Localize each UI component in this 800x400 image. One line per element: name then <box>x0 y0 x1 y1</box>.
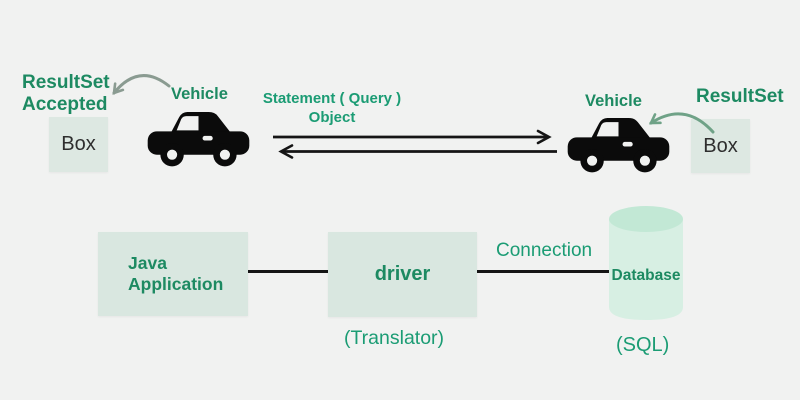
curved-arrow-icon <box>112 74 171 95</box>
driver-label: driver <box>374 263 431 285</box>
database-cylinder-icon: Database <box>608 205 684 322</box>
database-label: Database <box>611 267 681 284</box>
resultset-box-left: Box <box>49 117 108 172</box>
java-application-box: Java Application <box>98 232 248 316</box>
resultset-box-right: Box <box>691 119 750 173</box>
box-right-label: Box <box>703 134 738 157</box>
statement-query-object-label: Statement ( Query ) Object <box>262 90 402 127</box>
sql-label: (SQL) <box>616 334 670 356</box>
driver-box: driver <box>328 232 477 317</box>
translator-label: (Translator) <box>344 327 445 349</box>
curved-arrow-icon <box>648 112 715 134</box>
car-icon <box>147 112 250 167</box>
connection-label: Connection <box>496 240 593 261</box>
vehicle-right-label: Vehicle <box>585 92 642 110</box>
box-left-label: Box <box>61 133 96 155</box>
connector-line <box>477 270 609 273</box>
resultset-right-label: ResultSet <box>696 86 784 107</box>
car-icon <box>567 118 670 173</box>
connector-line <box>248 270 328 273</box>
resultset-accepted-label: ResultSet Accepted <box>22 72 110 116</box>
vehicle-left-label: Vehicle <box>171 85 228 103</box>
java-application-label: Java Application <box>128 253 224 294</box>
request-response-arrows-icon <box>273 129 557 159</box>
cylinder-shape <box>609 206 683 320</box>
